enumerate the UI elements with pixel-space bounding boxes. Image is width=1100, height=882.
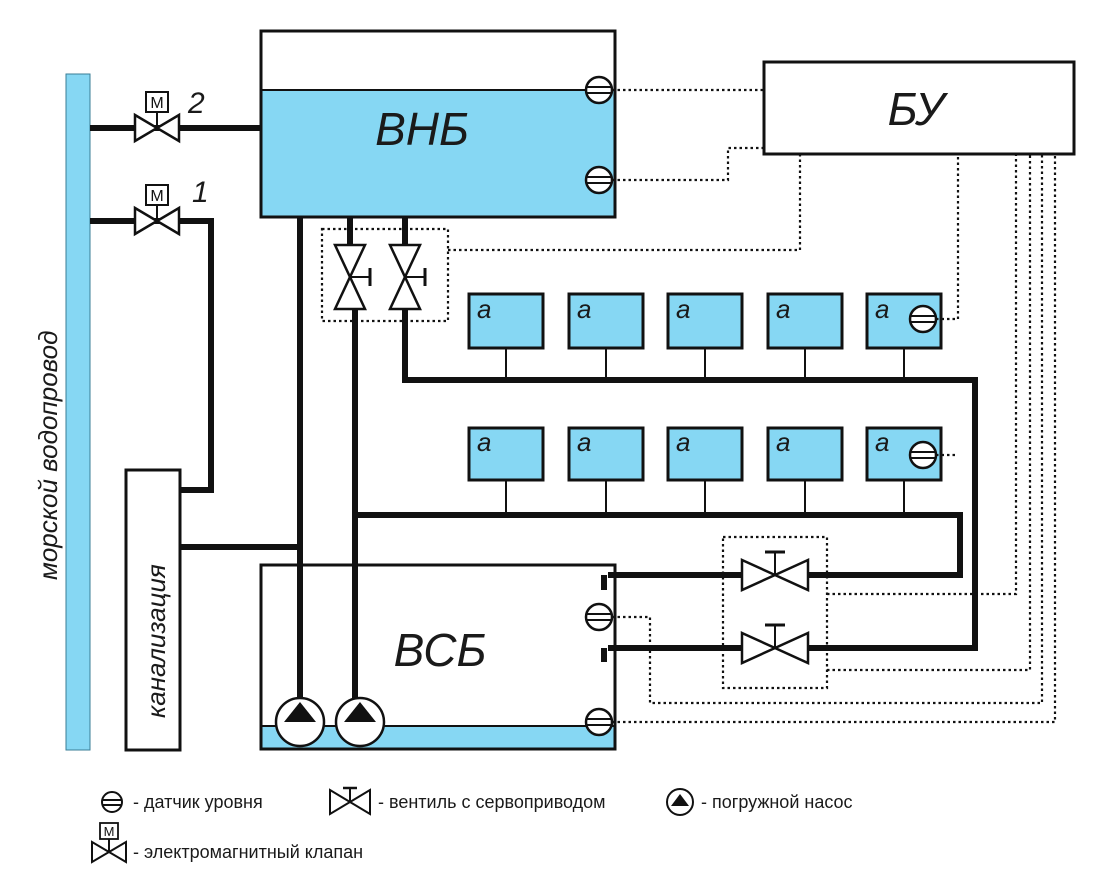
lower-servo-valve-group	[721, 535, 829, 690]
upper-tank-label: ВНБ	[375, 103, 469, 155]
svg-text:а: а	[676, 427, 690, 457]
submersible-pump-icon	[274, 696, 326, 748]
control-unit: БУ	[762, 60, 1076, 156]
sea-pipeline-label: морской водопровод	[33, 330, 63, 580]
valve-2-label: 2	[187, 87, 205, 120]
aquarium: а	[567, 292, 645, 380]
aquarium: а	[567, 426, 645, 515]
aquarium: а	[666, 426, 744, 515]
legend-servo-valve: - вентиль с сервоприводом	[378, 792, 606, 812]
solenoid-valve-icon: М	[91, 822, 127, 864]
aquarium: а	[865, 426, 943, 515]
servo-valve-icon	[740, 550, 810, 592]
motor-icon	[145, 184, 169, 206]
svg-text:а: а	[577, 294, 591, 324]
servo-valve-icon	[388, 243, 427, 311]
level-sensor-icon	[584, 75, 614, 105]
motor-icon	[145, 91, 169, 113]
aquarium: а	[467, 426, 545, 515]
servo-valve-icon	[329, 786, 371, 816]
aquarium: а	[766, 426, 844, 515]
svg-text:М: М	[104, 824, 115, 839]
legend: - датчик уровня - вентиль с сервоприводо…	[91, 786, 853, 864]
level-sensor-icon	[584, 707, 614, 737]
aquarium: а	[865, 292, 943, 380]
level-sensor-icon	[908, 304, 938, 334]
svg-text:а: а	[477, 294, 491, 324]
sea-pipeline	[65, 73, 91, 751]
signal-lines	[448, 88, 1057, 724]
lower-tank-label: ВСБ	[394, 624, 487, 676]
sewer-box	[124, 468, 182, 752]
aquarium: а	[766, 292, 844, 380]
submersible-pump-icon	[334, 696, 386, 748]
control-unit-label: БУ	[888, 83, 949, 135]
svg-text:а: а	[776, 294, 790, 324]
upper-tank: ВНБ	[259, 29, 617, 219]
servo-valve-icon	[740, 623, 810, 665]
sewer-label: канализация	[141, 564, 171, 718]
legend-pump: - погружной насос	[701, 792, 853, 812]
servo-valve-icon	[333, 243, 372, 311]
aquarium: а	[467, 292, 545, 380]
valve-1-label: 1	[192, 176, 209, 209]
aquarium-row-bottom: а а а а а	[467, 426, 943, 515]
svg-text:М: М	[150, 188, 163, 205]
legend-solenoid-valve: - электромагнитный клапан	[133, 842, 363, 862]
submersible-pump-icon	[666, 788, 694, 816]
svg-text:а: а	[477, 427, 491, 457]
level-sensor-icon	[908, 440, 938, 470]
svg-text:а: а	[776, 427, 790, 457]
upper-servo-valve-group	[320, 227, 450, 323]
level-sensor-icon	[584, 602, 614, 632]
svg-text:а: а	[875, 294, 889, 324]
legend-level-sensor: - датчик уровня	[133, 792, 263, 812]
solenoid-valve-1: М 1	[133, 176, 209, 237]
svg-text:а: а	[577, 427, 591, 457]
aquarium-row-top: а а а а а	[467, 292, 943, 380]
svg-text:а: а	[676, 294, 690, 324]
svg-text:а: а	[875, 427, 889, 457]
level-sensor-icon	[584, 165, 614, 195]
level-sensor-icon	[101, 791, 123, 813]
aquarium: а	[666, 292, 744, 380]
solenoid-valve-2: М 2	[133, 87, 205, 144]
svg-text:М: М	[150, 95, 163, 112]
